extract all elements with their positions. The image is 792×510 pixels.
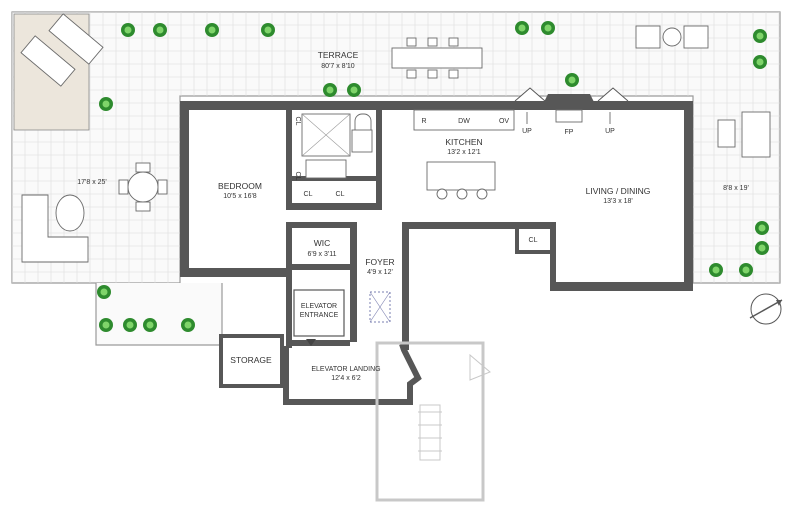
landing-label: ELEVATOR LANDING: [311, 366, 380, 373]
storage-room: [219, 334, 284, 388]
north-dining-table: [391, 37, 483, 79]
closet-label: CL: [304, 191, 313, 198]
planter-icon: [518, 24, 526, 32]
deck-lounge-area: [13, 13, 104, 131]
planter-icon: [100, 288, 108, 296]
elevator-door-marker: [306, 339, 316, 346]
planter-icon: [156, 26, 164, 34]
west-dining-set: [118, 162, 168, 212]
planter-icon: [712, 266, 720, 274]
fireplace-label: FP: [565, 129, 574, 136]
planter-icon: [758, 224, 766, 232]
foyer-marker: [369, 291, 391, 323]
planter-icon: [146, 321, 154, 329]
planter-icon: [544, 24, 552, 32]
east-terrace-dims: 8'8 x 19': [723, 185, 749, 192]
foyer-label: FOYER: [365, 257, 394, 267]
bedroom-label: BEDROOM: [218, 181, 262, 191]
planters: [97, 21, 769, 332]
stairs-up: [514, 87, 629, 124]
bathroom-fixtures: [301, 113, 373, 179]
storage-label: STORAGE: [230, 355, 272, 365]
kitchen-dims: 13'2 x 12'1: [447, 149, 481, 156]
stair-core: [375, 341, 491, 502]
closet-label: CL: [529, 237, 538, 244]
planter-icon: [102, 321, 110, 329]
living-dims: 13'3 x 18': [603, 198, 633, 205]
west-sectional-sofa: [21, 194, 89, 263]
closet-label: CL: [336, 191, 345, 198]
foyer-dims: 4'9 x 12': [367, 269, 393, 276]
living-label: LIVING / DINING: [586, 186, 651, 196]
elevator-line2: ENTRANCE: [300, 312, 339, 319]
planter-icon: [568, 76, 576, 84]
northeast-lounge-set: [635, 25, 709, 49]
planter-icon: [758, 244, 766, 252]
oven-label: OV: [499, 118, 509, 125]
planter-icon: [756, 58, 764, 66]
bedroom-dims: 10'5 x 16'8: [223, 193, 257, 200]
terrace-label: TERRACE: [318, 50, 359, 60]
wic-label: WIC: [314, 238, 331, 248]
wic-dims: 6'9 x 3'11: [307, 251, 336, 258]
terrace-dims: 80'7 x 8'10: [321, 63, 355, 70]
elevator-line1: ELEVATOR: [301, 303, 337, 310]
planter-icon: [102, 100, 110, 108]
range-label: R: [421, 118, 426, 125]
closet-label: CL: [294, 117, 301, 126]
elevator-car: [293, 289, 345, 337]
planter-icon: [184, 321, 192, 329]
planter-icon: [124, 26, 132, 34]
kitchen-label: KITCHEN: [445, 137, 482, 147]
planter-icon: [756, 32, 764, 40]
dishwasher-label: DW: [458, 118, 470, 125]
stairs-up-label: UP: [522, 128, 532, 135]
kitchen-counter: [413, 109, 515, 200]
planter-icon: [208, 26, 216, 34]
planter-icon: [326, 86, 334, 94]
apartment-walls: [180, 101, 693, 405]
west-terrace-dims: 17'8 x 25': [77, 179, 107, 186]
landing-dims: 12'4 x 6'2: [331, 375, 361, 382]
planter-icon: [350, 86, 358, 94]
planter-icon: [264, 26, 272, 34]
east-sofa: [717, 111, 771, 158]
fireplace: [540, 94, 598, 123]
planter-icon: [742, 266, 750, 274]
stairs-up-label: UP: [605, 128, 615, 135]
planter-icon: [126, 321, 134, 329]
closet-label: CL: [294, 172, 301, 181]
compass-icon: [749, 293, 783, 325]
